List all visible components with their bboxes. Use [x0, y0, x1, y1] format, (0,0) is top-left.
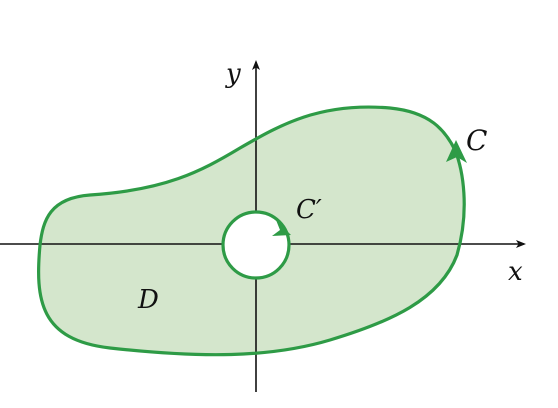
outer-curve-c [37, 105, 466, 357]
inner-curve-c-prime [221, 210, 291, 280]
hole [223, 212, 289, 278]
inner-curve-label: C′ [296, 195, 322, 225]
inner-curve-arrow [272, 220, 291, 236]
y-axis-label: y [225, 59, 241, 89]
region-label: D [137, 285, 159, 315]
outer-curve-arrow [446, 140, 467, 163]
outer-curve-label: C [466, 124, 487, 157]
x-axis-label: x [508, 257, 523, 287]
